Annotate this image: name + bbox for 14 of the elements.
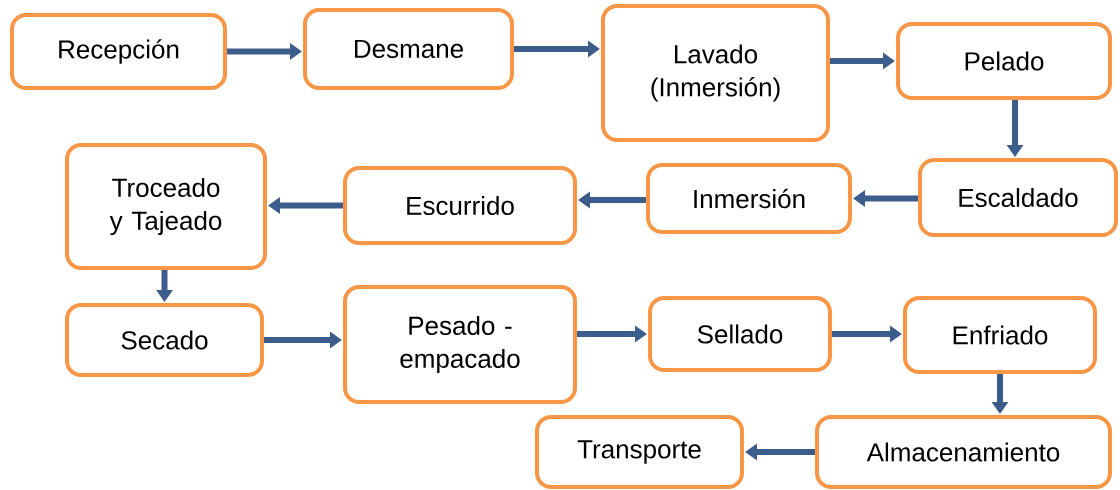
process-box: Escaldado	[918, 158, 1118, 237]
process-box: Troceado y Tajeado	[65, 143, 267, 270]
process-box: Secado	[65, 303, 264, 377]
process-box: Transporte	[535, 415, 744, 489]
process-box: Escurrido	[343, 166, 577, 245]
process-box: Inmersión	[646, 163, 852, 234]
process-box: Recepción	[10, 13, 227, 90]
process-box: Sellado	[648, 296, 832, 372]
process-box: Desmane	[303, 8, 514, 90]
process-box: Enfriado	[903, 296, 1097, 374]
process-box: Lavado (Inmersión)	[601, 4, 830, 142]
process-box: Almacenamiento	[815, 415, 1112, 489]
process-box: Pesado - empacado	[343, 285, 577, 404]
process-box: Pelado	[896, 22, 1112, 100]
